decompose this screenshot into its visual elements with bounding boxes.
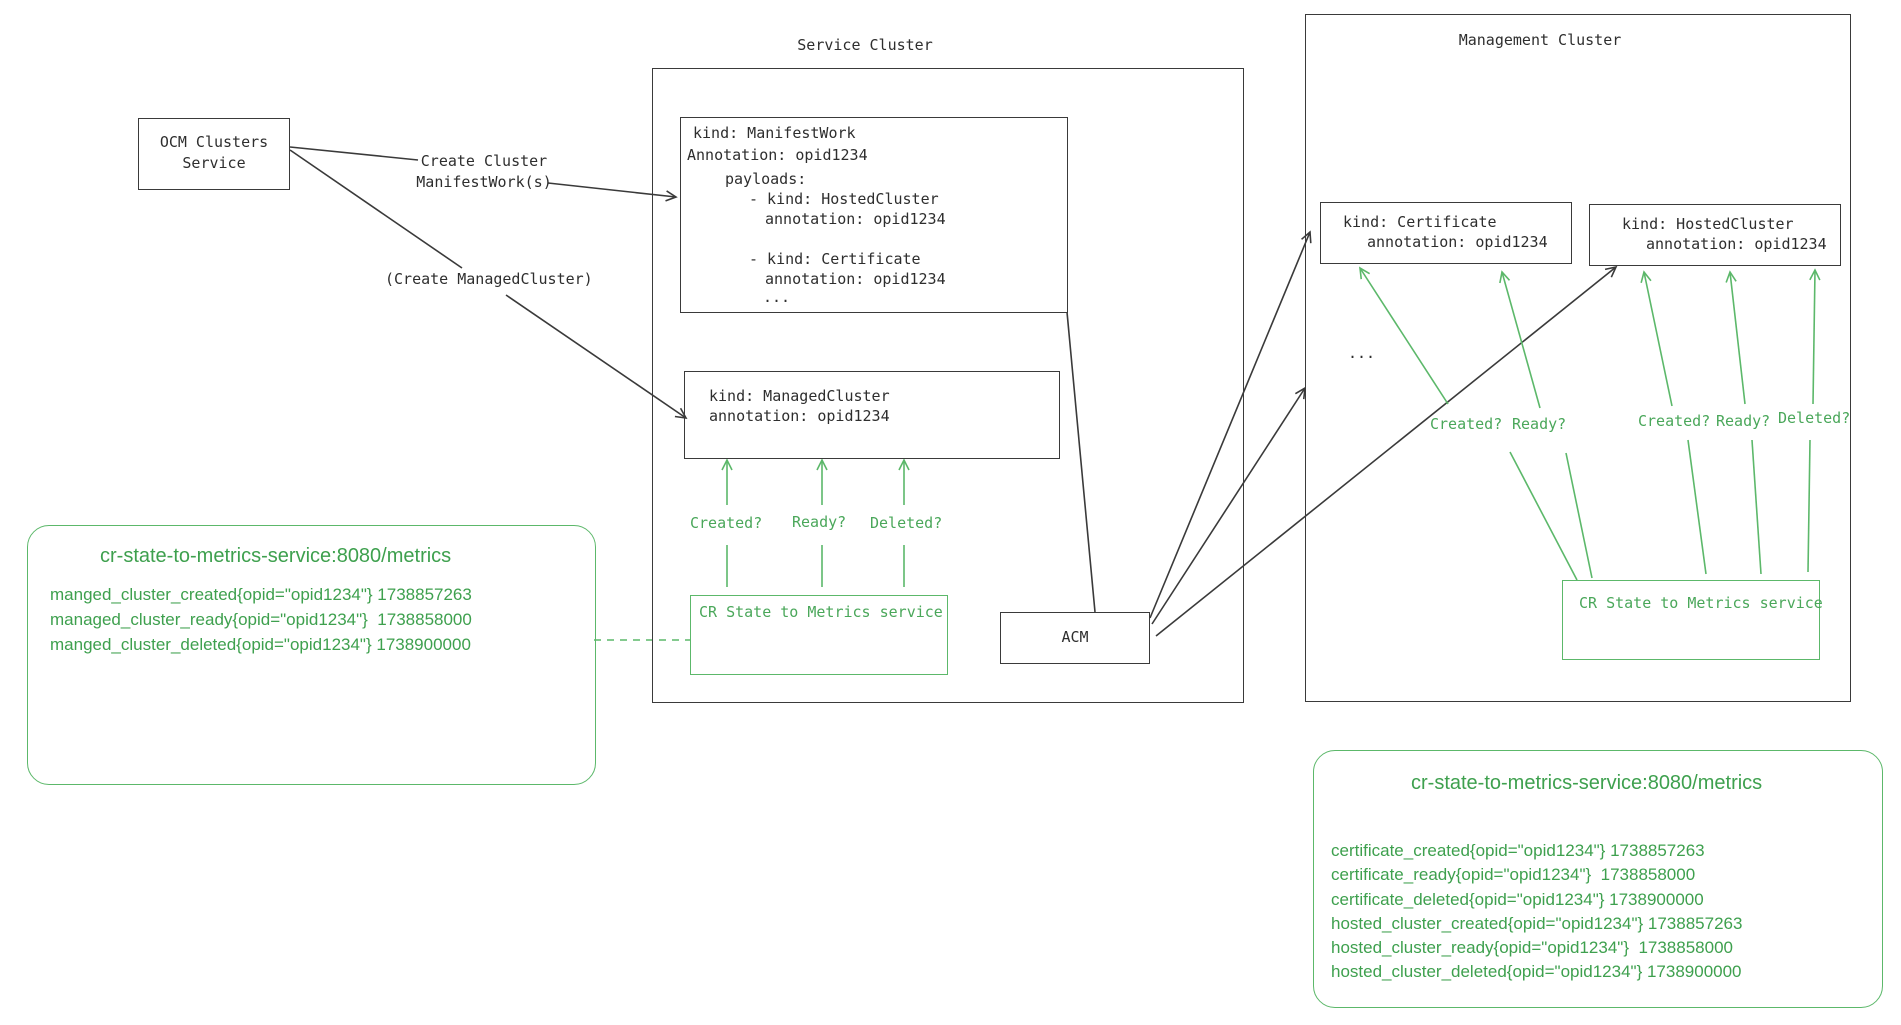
management-cluster-container: [1305, 14, 1851, 702]
management-cluster-title: Management Cluster: [1458, 31, 1622, 49]
manifestwork-box: kind: ManifestWork Annotation: opid1234 …: [680, 117, 1068, 313]
mc-hosted-created-line: [1687, 439, 1707, 575]
mc-cr-state-service-box: CR State to Metrics service: [1562, 580, 1823, 660]
mc-hosted-ready-label: Ready?: [1716, 412, 1771, 430]
mc-cert-created-arrow: [1359, 266, 1449, 405]
mc-hosted-deleted-line: [1807, 439, 1811, 573]
right-metrics-title: cr-state-to-metrics-service:8080/metrics: [1411, 772, 1763, 794]
ocm-to-manifestwork-line-a: [289, 146, 419, 161]
right-metric-line-2: certificate_ready{opid="opid1234"} 17388…: [1331, 865, 1696, 884]
hostedcluster-annotation: annotation: opid1234: [1646, 235, 1827, 253]
payload-hostedcluster-annotation: annotation: opid1234: [765, 210, 946, 228]
left-metrics-panel: cr-state-to-metrics-service:8080/metrics…: [27, 525, 596, 785]
payload-certificate-kind: - kind: Certificate: [749, 250, 921, 268]
manifestwork-to-acm-line: [1066, 311, 1096, 613]
create-cluster-label-line2: ManifestWork(s): [416, 173, 552, 191]
right-metric-line-5: hosted_cluster_ready{opid="opid1234"} 17…: [1331, 938, 1733, 957]
create-managedcluster-label: (Create ManagedCluster): [385, 270, 593, 288]
ocm-to-manifestwork-arrow: [547, 182, 678, 202]
right-metric-line-1: certificate_created{opid="opid1234"} 173…: [1331, 841, 1705, 860]
ocm-label-line1: OCM Clusters: [159, 133, 269, 151]
sc-deleted-label: Deleted?: [870, 514, 943, 532]
left-metric-line-3: manged_cluster_deleted{opid="opid1234"} …: [50, 635, 471, 654]
acm-to-certificate-arrow: [1149, 230, 1312, 619]
acm-label: ACM: [1061, 628, 1089, 646]
sc-created-label: Created?: [690, 514, 763, 532]
service-cluster-title: Service Cluster: [797, 36, 933, 54]
mc-hosted-deleted-label: Deleted?: [1778, 409, 1851, 427]
acm-box: ACM: [1000, 612, 1150, 664]
management-ellipsis: ...: [1348, 344, 1376, 362]
managedcluster-box: kind: ManagedCluster annotation: opid123…: [684, 371, 1060, 459]
ocm-clusters-service-box: OCM Clusters Service: [138, 118, 290, 190]
mc-hosted-created-label: Created?: [1638, 412, 1711, 430]
ocm-to-managedcluster-line-a: [289, 149, 463, 269]
certificate-box: kind: Certificate annotation: opid1234: [1320, 202, 1572, 264]
mc-cert-ready-arrow: [1499, 270, 1541, 409]
right-metric-line-6: hosted_cluster_deleted{opid="opid1234"} …: [1331, 962, 1742, 981]
mc-hosted-deleted-arrow: [1809, 268, 1821, 405]
sc-cr-state-service-label: CR State to Metrics service: [699, 603, 943, 621]
payload-ellipsis: ...: [763, 288, 791, 306]
payload-certificate-annotation: annotation: opid1234: [765, 270, 946, 288]
mc-hosted-created-arrow: [1640, 270, 1673, 407]
manifestwork-kind: kind: ManifestWork: [693, 124, 856, 142]
hostedcluster-kind: kind: HostedCluster: [1622, 215, 1794, 233]
acm-to-hostedcluster-arrow: [1155, 265, 1618, 637]
service-cluster-container: [652, 68, 1244, 703]
ocm-label-line2: Service: [182, 154, 246, 172]
mc-cert-created-label: Created?: [1430, 415, 1503, 433]
left-metric-line-2: managed_cluster_ready{opid="opid1234"} 1…: [50, 610, 472, 629]
certificate-annotation: annotation: opid1234: [1367, 233, 1548, 251]
manifestwork-payloads: payloads:: [725, 170, 807, 188]
certificate-kind: kind: Certificate: [1343, 213, 1497, 231]
left-metrics-title: cr-state-to-metrics-service:8080/metrics: [100, 545, 452, 567]
ocm-to-managedcluster-arrow: [505, 294, 688, 420]
managedcluster-kind: kind: ManagedCluster: [709, 387, 890, 405]
acm-to-ellipsis-arrow: [1151, 386, 1306, 625]
right-metric-line-4: hosted_cluster_created{opid="opid1234"} …: [1331, 914, 1743, 933]
mc-cr-state-service-label: CR State to Metrics service: [1579, 594, 1823, 612]
right-metric-line-3: certificate_deleted{opid="opid1234"} 173…: [1331, 890, 1704, 909]
right-metrics-panel: cr-state-to-metrics-service:8080/metrics…: [1313, 750, 1883, 1008]
mc-cert-ready-label: Ready?: [1512, 415, 1567, 433]
hostedcluster-box: kind: HostedCluster annotation: opid1234: [1589, 204, 1841, 266]
sc-ready-label: Ready?: [792, 513, 847, 531]
create-cluster-label-line1: Create Cluster: [420, 152, 548, 170]
managedcluster-annotation: annotation: opid1234: [709, 407, 890, 425]
manifestwork-annotation: Annotation: opid1234: [687, 146, 868, 164]
left-metric-line-1: manged_cluster_created{opid="opid1234"} …: [50, 585, 472, 604]
sc-cr-state-service-box: CR State to Metrics service: [690, 595, 948, 675]
mc-cert-created-line: [1509, 451, 1578, 581]
mc-hosted-ready-line: [1751, 439, 1762, 575]
mc-hosted-ready-arrow: [1725, 270, 1746, 405]
mc-cert-ready-line: [1565, 452, 1593, 579]
payload-hostedcluster-kind: - kind: HostedCluster: [749, 190, 939, 208]
